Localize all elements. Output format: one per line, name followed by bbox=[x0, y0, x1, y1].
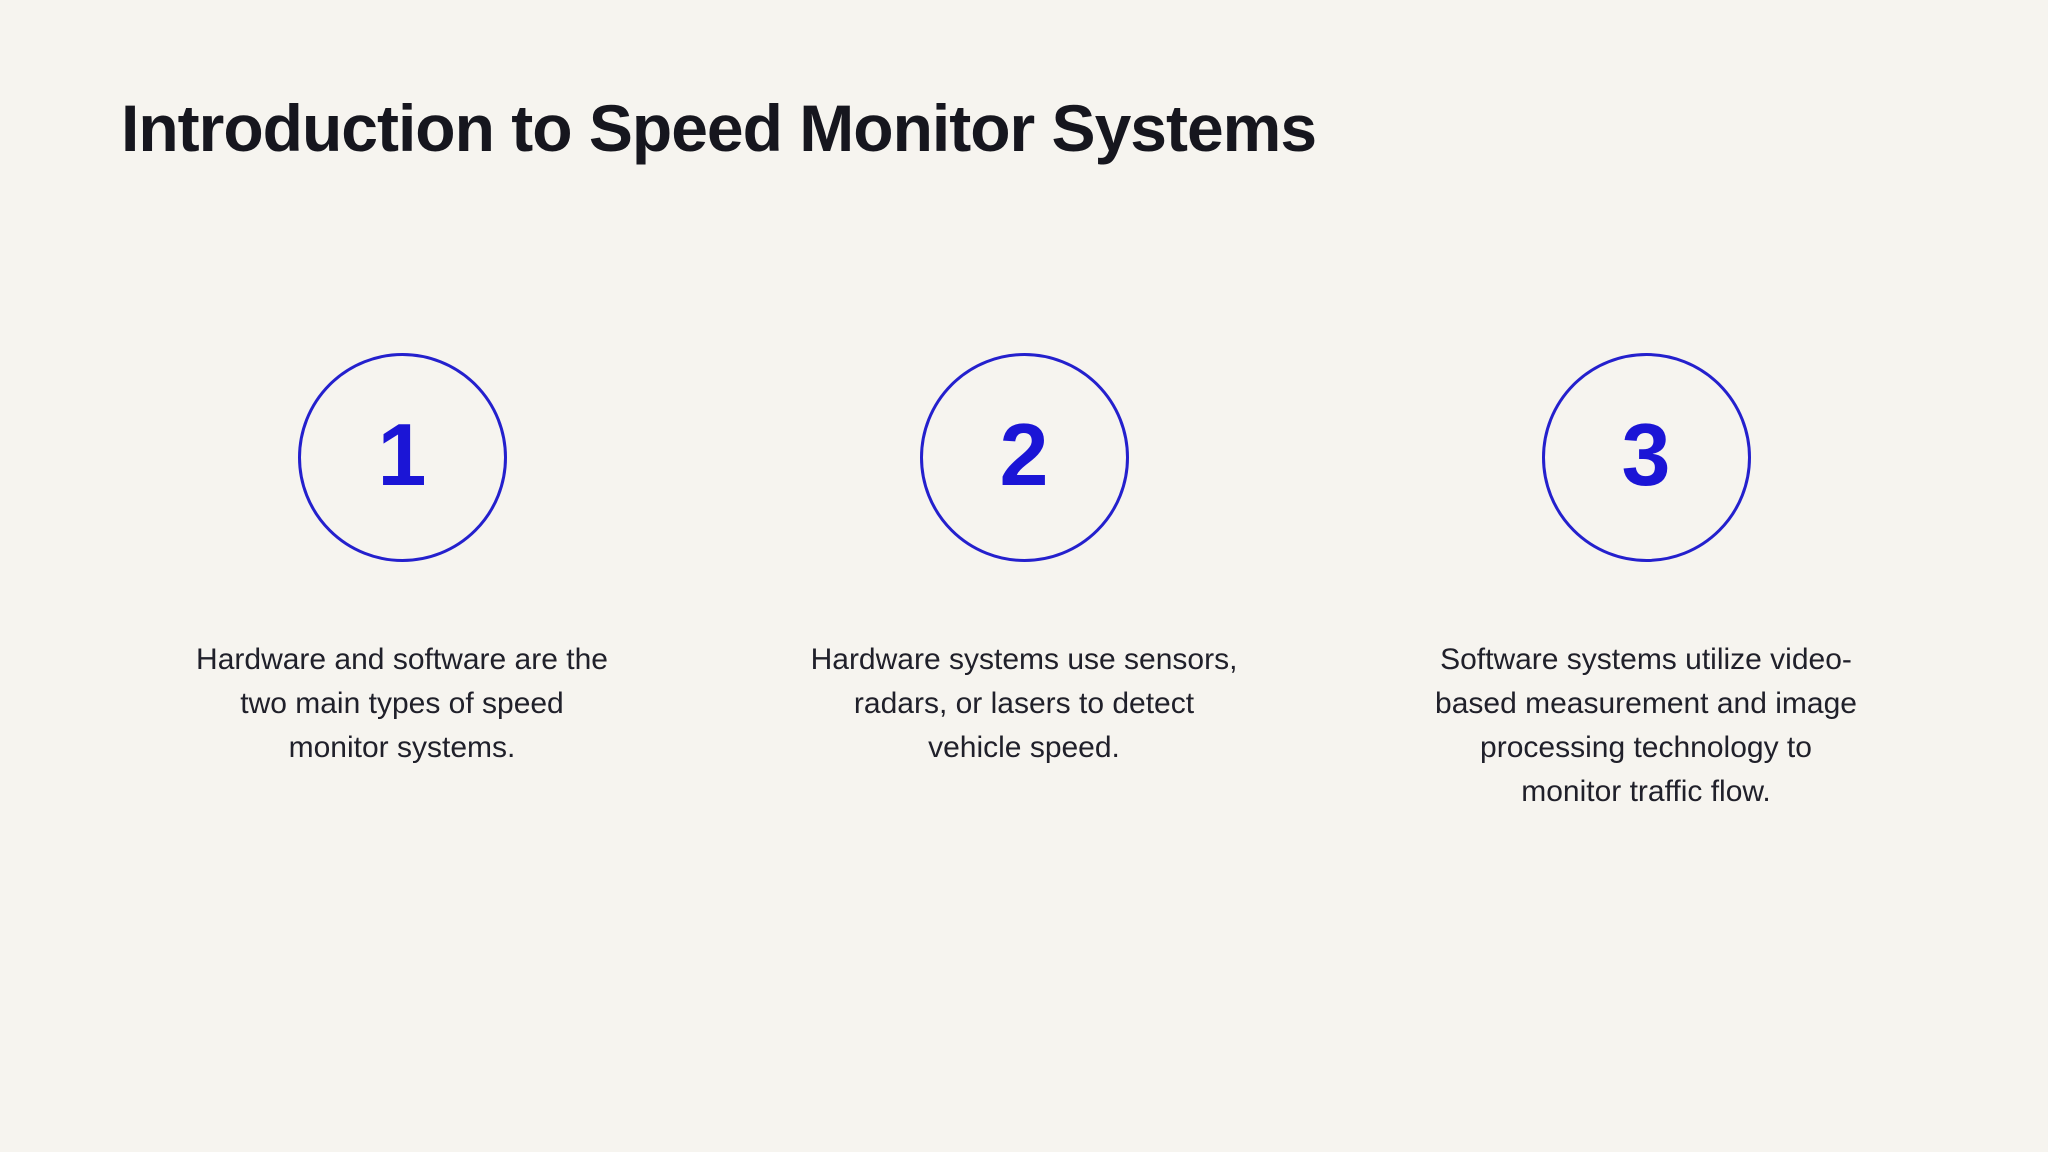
step-circle-2: 2 bbox=[919, 353, 1129, 562]
step-item-2: 2 Hardware systems use sensors, radars, … bbox=[713, 353, 1335, 814]
step-item-1: 1 Hardware and software are the two main… bbox=[91, 353, 713, 814]
step-description-1: Hardware and software are the two main t… bbox=[196, 643, 608, 764]
step-circle-3: 3 bbox=[1541, 353, 1751, 562]
step-number-1: 1 bbox=[377, 404, 427, 504]
step-description-3: Software systems utilize video- based me… bbox=[1435, 643, 1857, 808]
steps-row: 1 Hardware and software are the two main… bbox=[91, 353, 1957, 814]
step-number-2: 2 bbox=[999, 404, 1049, 504]
slide-title: Introduction to Speed Monitor Systems bbox=[121, 91, 1317, 165]
step-item-3: 3 Software systems utilize video- based … bbox=[1335, 353, 1957, 814]
step-circle-1: 1 bbox=[297, 353, 507, 562]
step-number-3: 3 bbox=[1621, 404, 1671, 504]
step-description-2: Hardware systems use sensors, radars, or… bbox=[810, 643, 1238, 764]
